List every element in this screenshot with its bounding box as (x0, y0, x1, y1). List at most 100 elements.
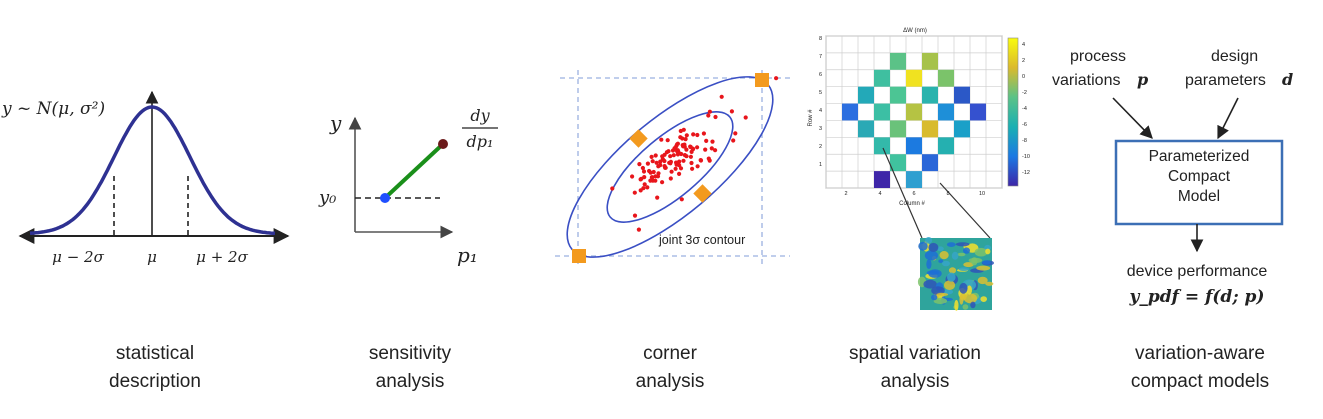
corner-marker-bottom-left (572, 249, 586, 263)
output-label: device performance (1127, 263, 1268, 280)
map-y-tick-5: 3 (819, 126, 822, 132)
scatter-point (774, 76, 779, 81)
scatter-point (684, 147, 689, 152)
inner-contour (606, 111, 734, 223)
map-y-tick-3: 5 (819, 90, 822, 96)
scatter-point (698, 158, 704, 163)
texture-blob (957, 252, 966, 257)
texture-blob (926, 270, 939, 275)
scatter-point (662, 158, 667, 164)
contour-label: joint 3σ contour (658, 233, 745, 247)
heatmap-cell (890, 120, 906, 138)
caption-spatial: spatial variation analysis (815, 340, 1015, 396)
derivative-numerator: dy (470, 106, 490, 125)
caption-corner-line1: corner (643, 343, 697, 364)
scatter-point (681, 158, 686, 163)
corner-marker-upper-left (629, 129, 648, 148)
scatter-point (659, 137, 664, 142)
scatter-point (684, 133, 689, 138)
box-line-2: Compact (1167, 168, 1231, 185)
input-design-line1: design (1211, 48, 1258, 65)
scatter-point (632, 190, 637, 195)
texture-blob (923, 279, 937, 289)
heatmap-cell (906, 137, 922, 155)
scatter-point (681, 144, 686, 149)
caption-compact-model-line2: compact models (1130, 371, 1270, 392)
scatter-point (719, 94, 724, 99)
texture-blob (918, 241, 928, 251)
texture-blob (970, 301, 976, 309)
texture-blob (942, 260, 950, 267)
scatter-point (743, 115, 748, 120)
texture-blob (985, 248, 991, 255)
scatter-point (638, 188, 643, 193)
scatter-point (640, 165, 646, 171)
texture-blob (971, 257, 978, 266)
scatter-point (710, 139, 715, 144)
heatmap-cell (874, 69, 890, 87)
scatter-point (664, 150, 670, 155)
map-y-tick-0: 8 (819, 36, 822, 42)
scatter-point (703, 147, 708, 152)
caption-spatial-line2: analysis (880, 371, 950, 392)
scatter-point (658, 159, 663, 164)
heatmap-cell (842, 103, 858, 121)
texture-blob (977, 276, 988, 285)
scatter-point (630, 174, 635, 179)
heatmap-cell (922, 120, 938, 138)
scatter-point (695, 132, 700, 138)
x-axis-label: p₁ (457, 243, 478, 267)
texture-blob (976, 265, 991, 271)
scatter-point (684, 154, 689, 159)
heatmap-cell (938, 137, 954, 155)
y0-label: y₀ (318, 187, 336, 208)
monte-carlo-scatter (610, 76, 779, 232)
scatter-point (713, 148, 718, 153)
scatter-point (610, 186, 615, 191)
scatter-point (653, 153, 658, 158)
scatter-point (668, 154, 673, 159)
heatmap-cell (874, 137, 890, 155)
scatter-point (709, 146, 714, 151)
texture-blob (925, 237, 933, 244)
scatter-point (675, 149, 680, 154)
scatter-point (648, 178, 653, 183)
heatmap-cell (922, 86, 938, 104)
tick-mu-minus-2sigma: μ − 2σ (52, 248, 104, 266)
scatter-point (637, 162, 642, 167)
derivative-denominator: dp₁ (467, 132, 494, 151)
texture-blob (982, 260, 991, 265)
caption-spatial-line1: spatial variation (848, 343, 982, 364)
die-variation-texture (917, 237, 995, 311)
map-x-tick-0: 2 (844, 191, 847, 197)
heatmap-cell (970, 103, 986, 121)
scatter-point (675, 152, 681, 157)
colorbar-tick-4: -4 (1022, 106, 1027, 112)
heatmap-cell (954, 86, 970, 104)
scatter-point (660, 180, 665, 185)
panel-sensitivity: y y₀ p₁ dy dp₁ (318, 106, 498, 267)
texture-blob (948, 267, 957, 274)
scatter-point (645, 161, 651, 166)
scatter-point (656, 164, 661, 169)
colorbar (1007, 37, 1019, 187)
map-x-axis-label: Column # (899, 201, 925, 207)
scatter-point (649, 154, 654, 159)
texture-blob (931, 294, 938, 301)
colorbar-tick-8: -12 (1022, 170, 1030, 176)
texture-blob (963, 293, 978, 304)
map-y-tick-1: 7 (819, 54, 822, 60)
scatter-point (668, 159, 674, 164)
scatter-point (655, 174, 661, 179)
sensitivity-line (383, 142, 445, 200)
map-y-tick-7: 1 (819, 162, 822, 168)
input-process-line1: process (1070, 48, 1126, 65)
caption-corner: corner analysis (585, 340, 755, 396)
scatter-point (636, 227, 642, 232)
scatter-point (689, 149, 694, 154)
texture-blob (936, 246, 944, 252)
heatmap-cell (874, 103, 890, 121)
input-process-symbol: p (1137, 70, 1148, 89)
scatter-point (680, 136, 685, 141)
texture-blob (963, 247, 970, 254)
